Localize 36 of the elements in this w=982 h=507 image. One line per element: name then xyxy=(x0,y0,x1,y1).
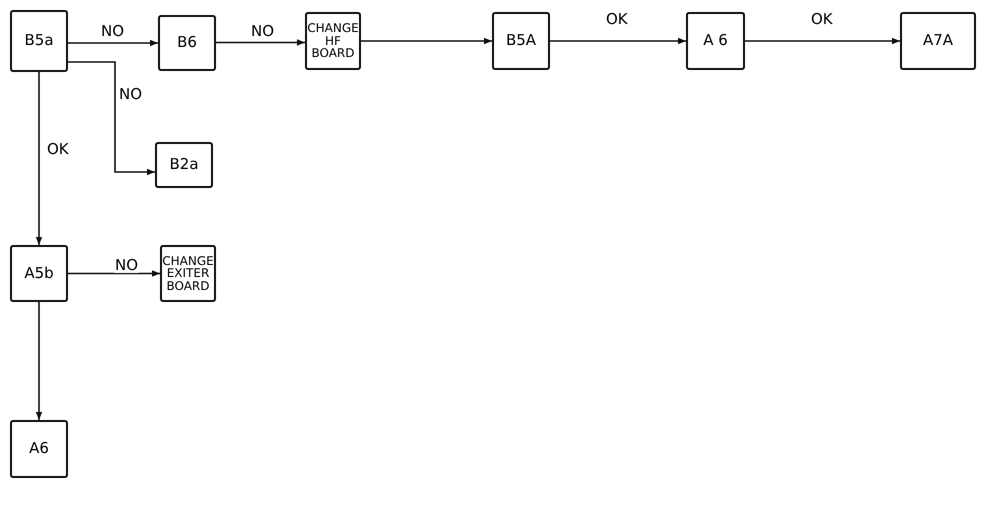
arrow xyxy=(361,38,492,44)
edge-label: NO xyxy=(118,87,144,102)
arrow xyxy=(68,270,160,277)
arrow xyxy=(68,40,158,46)
box-label: CHANGE EXITER BOARD xyxy=(162,254,214,292)
process-box xyxy=(155,142,213,188)
process-box xyxy=(10,245,68,302)
box-label: A5b xyxy=(24,266,54,282)
box-label: A6 xyxy=(29,441,49,457)
box-label: B2a xyxy=(169,157,199,173)
box-label: B5A xyxy=(506,33,536,49)
box-label: A7A xyxy=(922,33,954,49)
process-box xyxy=(10,420,68,478)
edge-label: OK xyxy=(810,12,834,27)
edge-label: OK xyxy=(605,12,629,27)
process-box xyxy=(492,12,550,70)
arrow xyxy=(36,302,42,420)
edge-label: OK xyxy=(46,142,70,157)
arrow xyxy=(550,38,686,44)
arrow xyxy=(36,72,42,245)
edge-label: NO xyxy=(250,24,276,39)
box-label: B5a xyxy=(24,33,54,49)
process-box xyxy=(158,15,216,71)
box-label: B6 xyxy=(177,35,197,51)
box-label: CHANGE HF BOARD xyxy=(307,22,359,60)
process-box xyxy=(160,245,216,302)
edge-label: NO xyxy=(100,24,126,39)
process-box xyxy=(900,12,976,70)
arrow xyxy=(216,39,305,46)
arrow xyxy=(68,61,155,176)
arrow xyxy=(745,38,900,44)
process-box xyxy=(686,12,745,70)
edge-label: NO xyxy=(114,258,140,273)
box-label: A 6 xyxy=(703,33,728,49)
process-box xyxy=(305,12,361,70)
process-box xyxy=(10,10,68,72)
